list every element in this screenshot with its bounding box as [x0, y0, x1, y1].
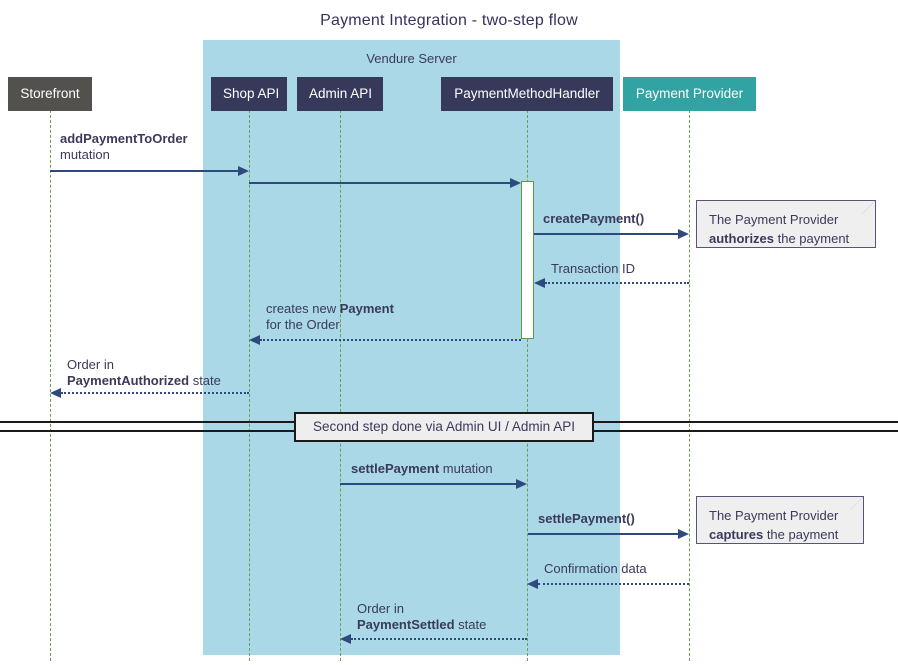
participant-paymentmethodhandler[interactable]: PaymentMethodHandler [441, 77, 613, 111]
message-label-payment-authorized: Order in PaymentAuthorized state [67, 357, 221, 389]
arrowhead-m4 [534, 278, 545, 288]
participant-storefront[interactable]: Storefront [8, 77, 92, 111]
note-captures-payment: The Payment Provider captures the paymen… [696, 496, 864, 544]
message-label-payment-settled: Order in PaymentSettled state [357, 601, 486, 633]
note2-line2-rest: the payment [763, 527, 839, 542]
lifeline-storefront [50, 110, 51, 661]
msg5-line2: for the Order [266, 317, 340, 332]
message-label-create-payment: createPayment() [543, 211, 644, 227]
arrowhead-m10 [340, 634, 351, 644]
page-title: Payment Integration - two-step flow [320, 12, 578, 29]
note1-line1: The Payment Provider [709, 212, 839, 227]
msg6-line1: Order in [67, 357, 114, 372]
note2-line2-bold: captures [709, 527, 764, 542]
divider-label-box: Second step done via Admin UI / Admin AP… [294, 412, 594, 442]
arrowhead-m8 [678, 529, 689, 539]
msg3-bold: createPayment() [543, 211, 645, 226]
activation-bar-paymentmethodhandler [521, 181, 534, 339]
arrowhead-m1 [238, 166, 249, 176]
message-arrow-creates-payment [260, 339, 521, 341]
message-arrow-create-payment [534, 233, 678, 235]
msg5-line1-pre: creates new [266, 301, 340, 316]
lifeline-paymentmethodhandler [527, 110, 528, 661]
participant-shop-api[interactable]: Shop API [211, 77, 287, 111]
arrowhead-m3 [678, 229, 689, 239]
message-label-creates-payment: creates new Payment for the Order [266, 301, 394, 333]
message-arrow-shop-to-handler [249, 182, 510, 184]
note2-fold-icon [850, 497, 863, 510]
message-label-confirmation-data: Confirmation data [544, 561, 647, 577]
msg1-bold: addPaymentToOrder [60, 131, 188, 146]
lifeline-payment-provider [689, 110, 690, 661]
message-arrow-payment-settled [351, 638, 527, 640]
msg6-line2-bold: PaymentAuthorized [67, 373, 190, 388]
message-label-transaction-id: Transaction ID [551, 261, 635, 277]
message-arrow-settle-payment-mutation [340, 483, 516, 485]
msg8-bold: settlePayment() [538, 511, 635, 526]
msg6-line2-rest: state [189, 373, 221, 388]
msg7-rest: mutation [439, 461, 493, 476]
lifeline-shop-api [249, 110, 250, 661]
msg1-rest: mutation [60, 147, 110, 162]
message-arrow-confirmation-data [538, 583, 689, 585]
participant-admin-api[interactable]: Admin API [297, 77, 383, 111]
message-label-settle-payment-call: settlePayment() [538, 511, 635, 527]
msg10-line2-bold: PaymentSettled [357, 617, 455, 632]
note1-fold-icon [862, 201, 875, 214]
arrowhead-m7 [516, 479, 527, 489]
msg9-rest: Confirmation data [544, 561, 647, 576]
arrowhead-m2 [510, 178, 521, 188]
participant-payment-provider[interactable]: Payment Provider [623, 77, 756, 111]
group-label-vendure-server: Vendure Server [366, 51, 457, 66]
arrowhead-m5 [249, 335, 260, 345]
message-arrow-settle-payment-call [528, 533, 678, 535]
msg10-line1: Order in [357, 601, 404, 616]
note1-line2-rest: the payment [774, 231, 850, 246]
message-label-add-payment-to-order: addPaymentToOrder mutation [60, 131, 188, 163]
arrowhead-m6 [50, 388, 61, 398]
message-arrow-add-payment-to-order [50, 170, 239, 172]
lifeline-admin-api [340, 110, 341, 661]
group-box-vendure-server [203, 40, 620, 655]
msg7-bold: settlePayment [351, 461, 440, 476]
message-arrow-payment-authorized [61, 392, 249, 394]
msg5-line1-bold: Payment [339, 301, 394, 316]
msg4-rest: Transaction ID [551, 261, 636, 276]
arrowhead-m9 [527, 579, 538, 589]
note1-line2-bold: authorizes [709, 231, 775, 246]
message-arrow-transaction-id [545, 282, 689, 284]
note2-line1: The Payment Provider [709, 508, 839, 523]
message-label-settle-payment-mutation: settlePayment mutation [351, 461, 493, 477]
msg10-line2-rest: state [454, 617, 487, 632]
note-authorizes-payment: The Payment Provider authorizes the paym… [696, 200, 876, 248]
